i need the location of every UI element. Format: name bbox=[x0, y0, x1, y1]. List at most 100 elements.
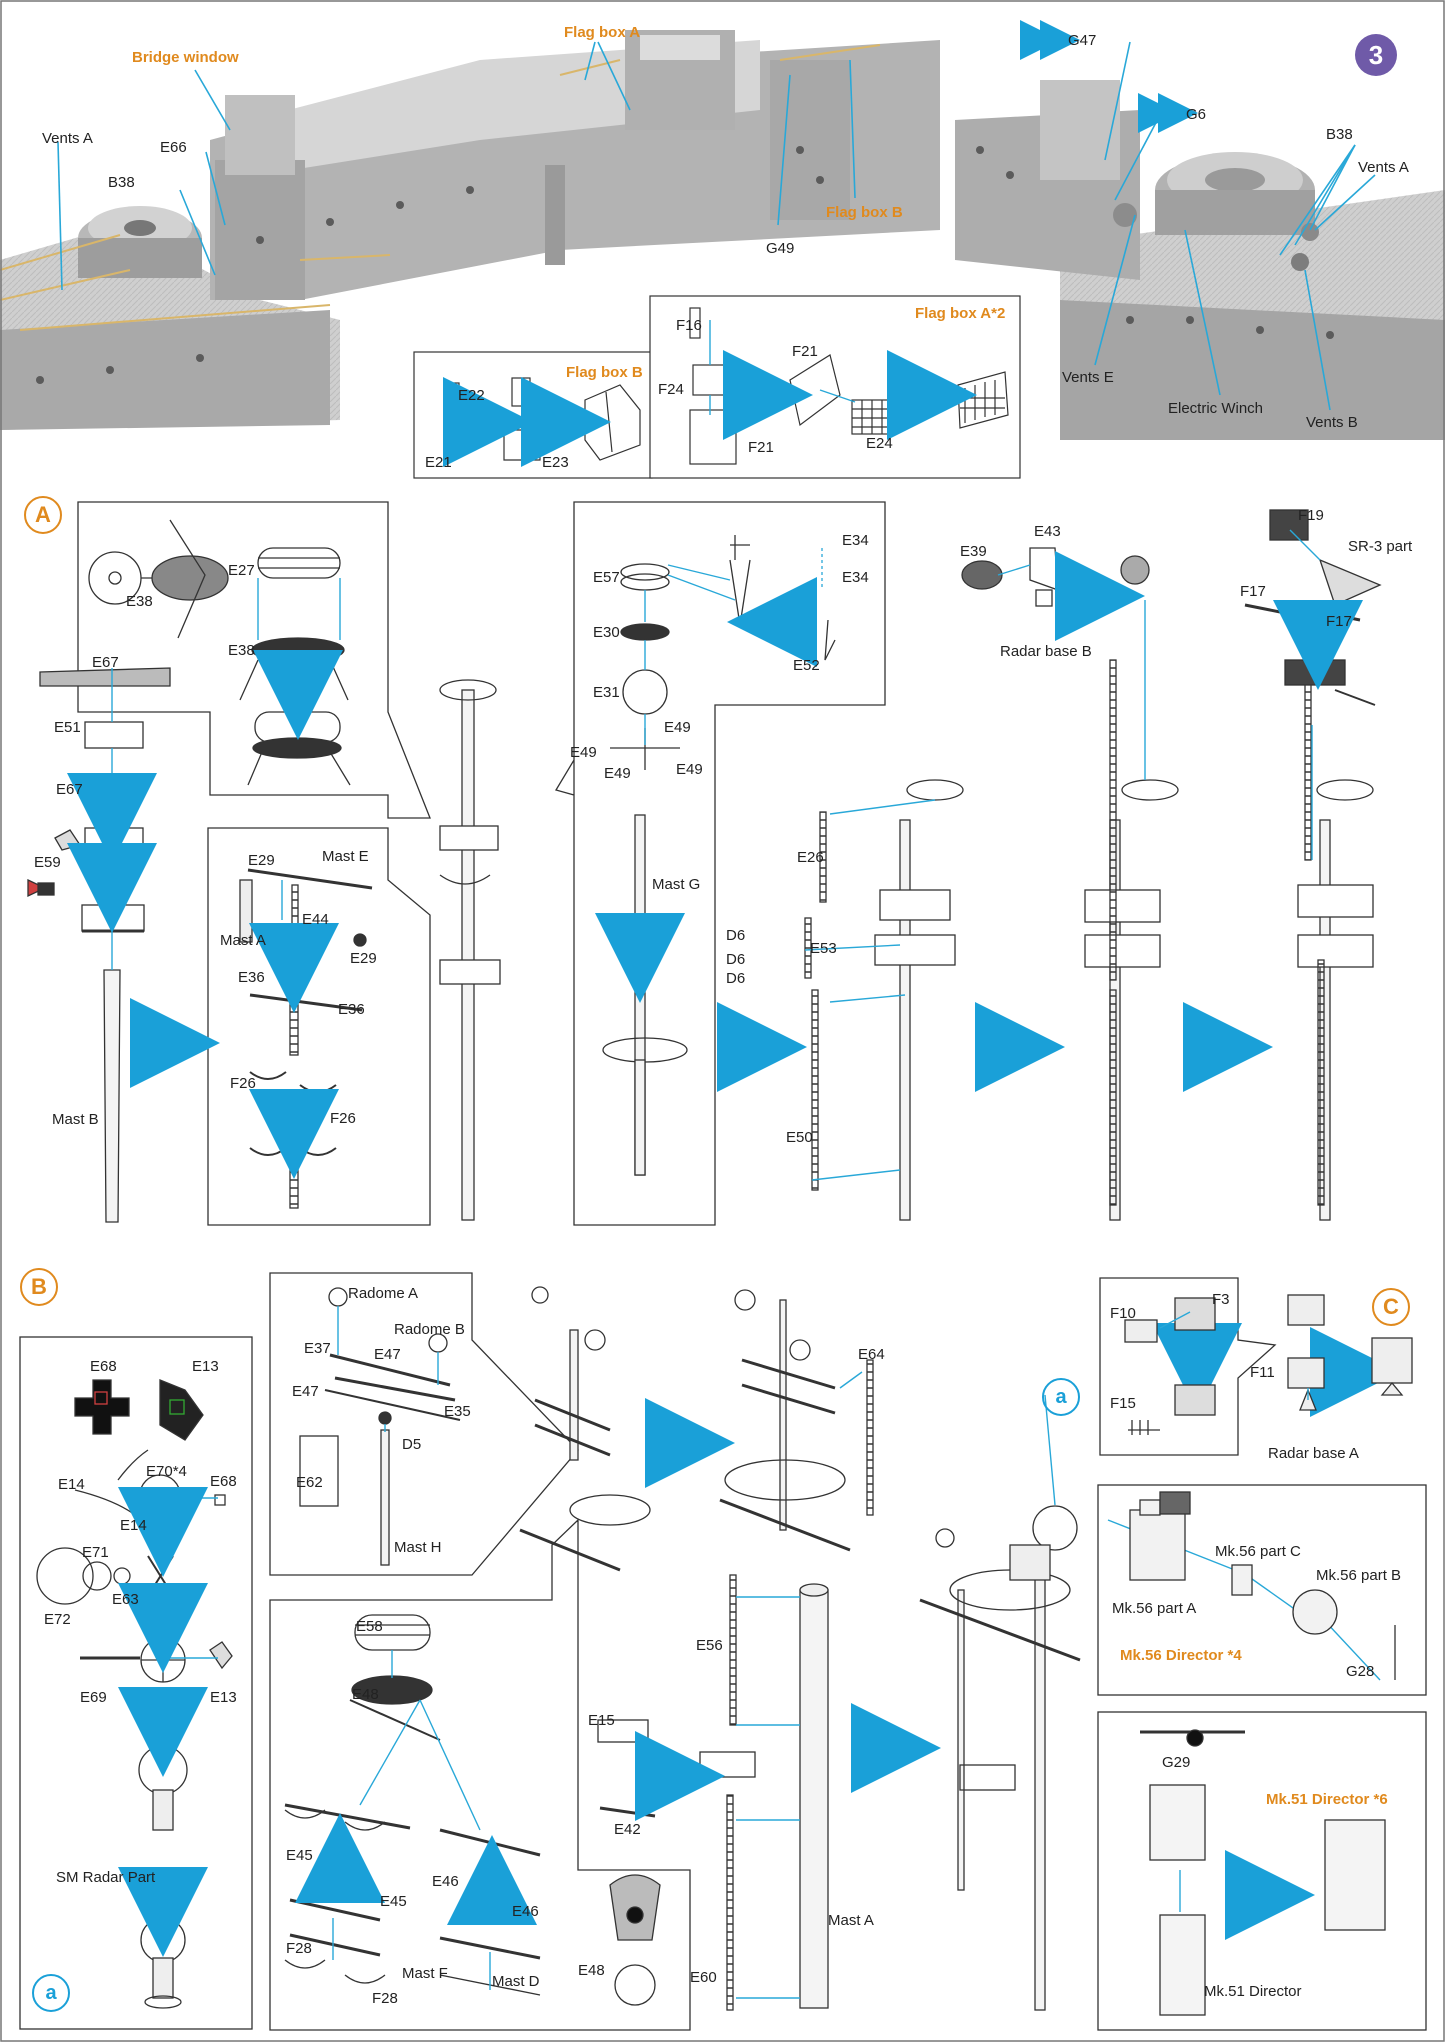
part-label: E68 bbox=[210, 1473, 237, 1490]
part-label: E29 bbox=[248, 852, 275, 869]
part-label: E24 bbox=[866, 435, 893, 452]
section-c-marker: C bbox=[1372, 1288, 1410, 1326]
part-label: E45 bbox=[380, 1893, 407, 1910]
part-label: E47 bbox=[292, 1383, 319, 1400]
part-label: E36 bbox=[238, 969, 265, 986]
part-label: F28 bbox=[286, 1940, 312, 1957]
b38-left-label: B38 bbox=[108, 174, 135, 191]
part-label: E15 bbox=[588, 1712, 615, 1729]
flag-box-a-drawing bbox=[649, 295, 1021, 479]
part-label: E14 bbox=[58, 1476, 85, 1493]
mk56-drawing bbox=[1129, 1491, 1396, 1680]
mast-g-label: Mast G bbox=[652, 876, 701, 893]
mast-a-label: Mast A bbox=[220, 932, 266, 949]
electric-winch-label: Electric Winch bbox=[1168, 400, 1264, 417]
part-label: E27 bbox=[228, 562, 255, 579]
part-label: E13 bbox=[192, 1358, 219, 1375]
subassembly-a-marker: a bbox=[1042, 1378, 1080, 1416]
subassembly-a-marker-lower: a bbox=[32, 1974, 70, 2012]
mast-h-label: Mast H bbox=[394, 1539, 442, 1556]
part-label: D5 bbox=[402, 1436, 422, 1453]
part-label: E23 bbox=[542, 454, 569, 471]
flag-box-b-label: Flag box B bbox=[826, 204, 903, 221]
radome-a-label: Radome A bbox=[348, 1285, 419, 1302]
part-label: E49 bbox=[570, 744, 597, 761]
e66-label: E66 bbox=[160, 139, 187, 156]
ship-photo bbox=[0, 0, 1445, 440]
section-a-marker: A bbox=[24, 496, 62, 534]
flag-box-a-label: Flag box A bbox=[564, 24, 641, 41]
part-label: E39 bbox=[960, 543, 987, 560]
mast-d-label: Mast D bbox=[492, 1973, 540, 1990]
part-label: F3 bbox=[1212, 1291, 1230, 1308]
part-label: F10 bbox=[1110, 1305, 1136, 1322]
part-label: E35 bbox=[444, 1403, 471, 1420]
part-label: F28 bbox=[372, 1990, 398, 2007]
part-label: F16 bbox=[676, 317, 702, 334]
part-label: E58 bbox=[356, 1618, 383, 1635]
part-label: E26 bbox=[797, 849, 824, 866]
part-label: F15 bbox=[1110, 1395, 1136, 1412]
part-label: E31 bbox=[593, 684, 620, 701]
part-label: E42 bbox=[614, 1821, 641, 1838]
part-label: E13 bbox=[210, 1689, 237, 1706]
part-label: F11 bbox=[1250, 1364, 1275, 1381]
part-label: F17 bbox=[1240, 583, 1266, 600]
part-label: E36 bbox=[338, 1001, 365, 1018]
part-label: E49 bbox=[664, 719, 691, 736]
mast-b-label: Mast B bbox=[52, 1111, 99, 1128]
section-b-marker: B bbox=[20, 1268, 58, 1306]
part-label: E46 bbox=[432, 1873, 459, 1890]
vents-a-left-label: Vents A bbox=[42, 130, 93, 147]
part-label: G29 bbox=[1162, 1754, 1191, 1771]
mk51-title: Mk.51 Director *6 bbox=[1266, 1791, 1388, 1808]
part-label: G28 bbox=[1346, 1663, 1375, 1680]
g47-label: G47 bbox=[1068, 32, 1097, 49]
part-label: E48 bbox=[578, 1962, 605, 1979]
step-number-badge: 3 bbox=[1355, 34, 1397, 76]
mast-f-label: Mast F bbox=[402, 1965, 448, 1982]
part-label: E34 bbox=[842, 532, 869, 549]
part-label: E43 bbox=[1034, 523, 1061, 540]
part-label: E47 bbox=[374, 1346, 401, 1363]
g49-label: G49 bbox=[766, 240, 795, 257]
part-label: E21 bbox=[425, 454, 452, 471]
g6-label: G6 bbox=[1186, 106, 1207, 123]
mk56-part-c-label: Mk.56 part C bbox=[1215, 1543, 1301, 1560]
part-label: E64 bbox=[858, 1346, 885, 1363]
part-label: E49 bbox=[604, 765, 631, 782]
part-label: F17 bbox=[1326, 613, 1352, 630]
part-label: E68 bbox=[90, 1358, 117, 1375]
part-label: F21 bbox=[748, 439, 774, 456]
flag-box-a-title: Flag box A*2 bbox=[915, 305, 1006, 322]
flag-box-b-title: Flag box B bbox=[566, 364, 643, 381]
bridge-window-label: Bridge window bbox=[132, 49, 239, 66]
part-label: E38 bbox=[228, 642, 255, 659]
mk56-part-a-label: Mk.56 part A bbox=[1112, 1600, 1197, 1617]
part-label: E29 bbox=[350, 950, 377, 967]
mk56-part-b-label: Mk.56 part B bbox=[1316, 1567, 1402, 1584]
part-label: E53 bbox=[810, 940, 837, 957]
part-label: F26 bbox=[330, 1110, 356, 1127]
part-label: E71 bbox=[82, 1544, 109, 1561]
part-label: E56 bbox=[696, 1637, 723, 1654]
part-label: E44 bbox=[302, 911, 329, 928]
vents-a-right-label: Vents A bbox=[1358, 159, 1409, 176]
part-label: E34 bbox=[842, 569, 869, 586]
mk51-director-label: Mk.51 Director bbox=[1204, 1983, 1302, 2000]
part-label: E45 bbox=[286, 1847, 313, 1864]
mk56-title: Mk.56 Director *4 bbox=[1120, 1647, 1242, 1664]
radome-b-label: Radome B bbox=[394, 1321, 465, 1338]
part-label: E46 bbox=[512, 1903, 539, 1920]
sr3-part-label: SR-3 part bbox=[1348, 538, 1413, 555]
part-label: E59 bbox=[34, 854, 61, 871]
mk51-drawing bbox=[1140, 1729, 1386, 2016]
part-label: E14 bbox=[120, 1517, 147, 1534]
part-label: E52 bbox=[793, 657, 820, 674]
part-label: E62 bbox=[296, 1474, 323, 1491]
mast-a-bottom-label: Mast A bbox=[828, 1912, 874, 1929]
mast-e-label: Mast E bbox=[322, 848, 369, 865]
vents-b-label: Vents B bbox=[1306, 414, 1358, 431]
